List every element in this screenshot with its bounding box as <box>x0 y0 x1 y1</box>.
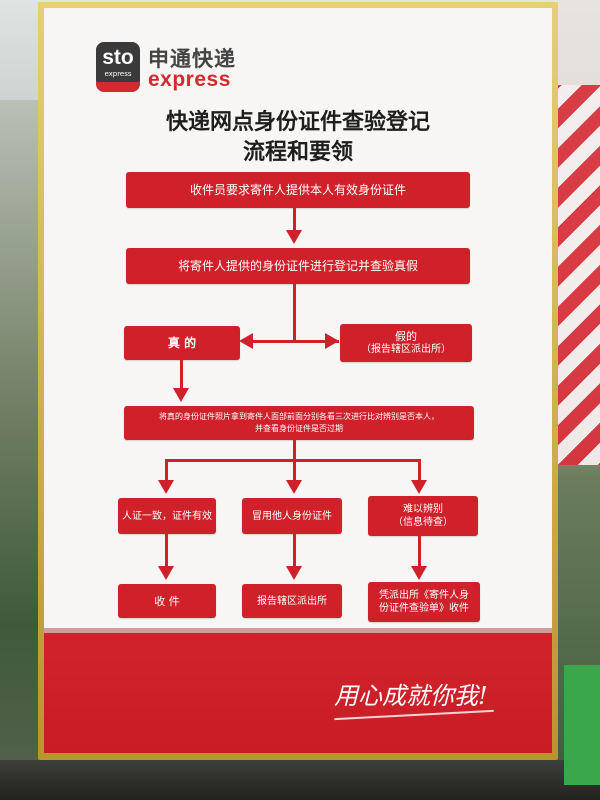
arrow-down-icon <box>158 480 174 494</box>
step1-text: 收件员要求寄件人提供本人有效身份证件 <box>189 183 406 197</box>
logo-badge-text: sto <box>102 46 134 69</box>
connector-line <box>293 440 296 460</box>
outcome-unclear-box: 难以辨别 （信息待查） <box>368 496 478 536</box>
logo-name-cn: 申通快递 <box>148 47 236 71</box>
connector-line <box>293 284 296 342</box>
action-accept-box: 收 件 <box>118 584 216 618</box>
connector-line <box>293 459 296 483</box>
logo-swoosh-icon <box>96 82 140 92</box>
connector-line <box>180 360 183 390</box>
arrow-left-icon <box>239 333 253 349</box>
outcome-fraud-text: 冒用他人身份证件 <box>252 510 332 522</box>
slogan: 用心成就你我! <box>334 682 488 710</box>
false-box: 假的 （报告辖区派出所） <box>340 324 472 362</box>
logo-name-en: express <box>148 68 231 91</box>
outcome-fraud-box: 冒用他人身份证件 <box>242 498 342 534</box>
arrow-down-icon <box>286 480 302 494</box>
outcome-match-text: 人证一致，证件有效 <box>122 510 212 522</box>
poster: sto express 申通快递 express 快递网点身份证件查验登记 流程… <box>44 8 552 753</box>
true-label: 真 的 <box>167 336 197 350</box>
outcome-unclear-line2: （信息待查） <box>393 517 453 528</box>
step2-text: 将寄件人提供的身份证件进行登记并查验真假 <box>177 259 418 273</box>
false-label-line1: 假的 <box>395 330 417 343</box>
connector-line <box>249 340 339 343</box>
arrow-down-icon <box>411 566 427 580</box>
arrow-down-icon <box>173 388 189 402</box>
false-label-line2: （报告辖区派出所） <box>361 344 451 355</box>
logo-badge-subtext: express <box>104 70 132 78</box>
background-floor <box>0 760 600 800</box>
arrow-down-icon <box>158 566 174 580</box>
green-bin <box>564 665 600 785</box>
arrow-down-icon <box>411 480 427 494</box>
poster-title-line1: 快递网点身份证件查验登记 <box>165 109 430 135</box>
action-form-line2: 份证件查验单》收件 <box>379 603 469 614</box>
true-box: 真 的 <box>124 326 240 360</box>
arrow-right-icon <box>325 333 339 349</box>
sto-logo-icon: sto express <box>96 42 140 88</box>
poster-title-line2: 流程和要领 <box>242 139 353 165</box>
connector-line <box>165 534 168 568</box>
arrow-down-icon <box>286 566 302 580</box>
step1-box: 收件员要求寄件人提供本人有效身份证件 <box>126 172 470 208</box>
outcome-match-box: 人证一致，证件有效 <box>118 498 216 534</box>
action-form-box: 凭派出所《寄件人身 份证件查验单》收件 <box>368 582 480 622</box>
action-accept-text: 收 件 <box>154 594 180 608</box>
action-form-line1: 凭派出所《寄件人身 <box>379 590 469 601</box>
check-text-line1: 将真的身份证件照片拿到寄件人面部前面分别各看三次进行比对辨别是否本人， <box>159 412 439 421</box>
outcome-unclear-line1: 难以辨别 <box>403 504 443 515</box>
connector-line <box>418 536 421 568</box>
arrow-down-icon <box>286 230 302 244</box>
action-report-box: 报告辖区派出所 <box>242 584 342 618</box>
connector-line <box>293 208 296 232</box>
check-text-line2: 并查看身份证件是否过期 <box>255 424 343 433</box>
action-report-text: 报告辖区派出所 <box>257 595 327 607</box>
check-box: 将真的身份证件照片拿到寄件人面部前面分别各看三次进行比对辨别是否本人， 并查看身… <box>124 406 474 440</box>
connector-line <box>293 534 296 568</box>
step2-box: 将寄件人提供的身份证件进行登记并查验真假 <box>126 248 470 284</box>
connector-line <box>165 459 168 483</box>
connector-line <box>418 459 421 483</box>
